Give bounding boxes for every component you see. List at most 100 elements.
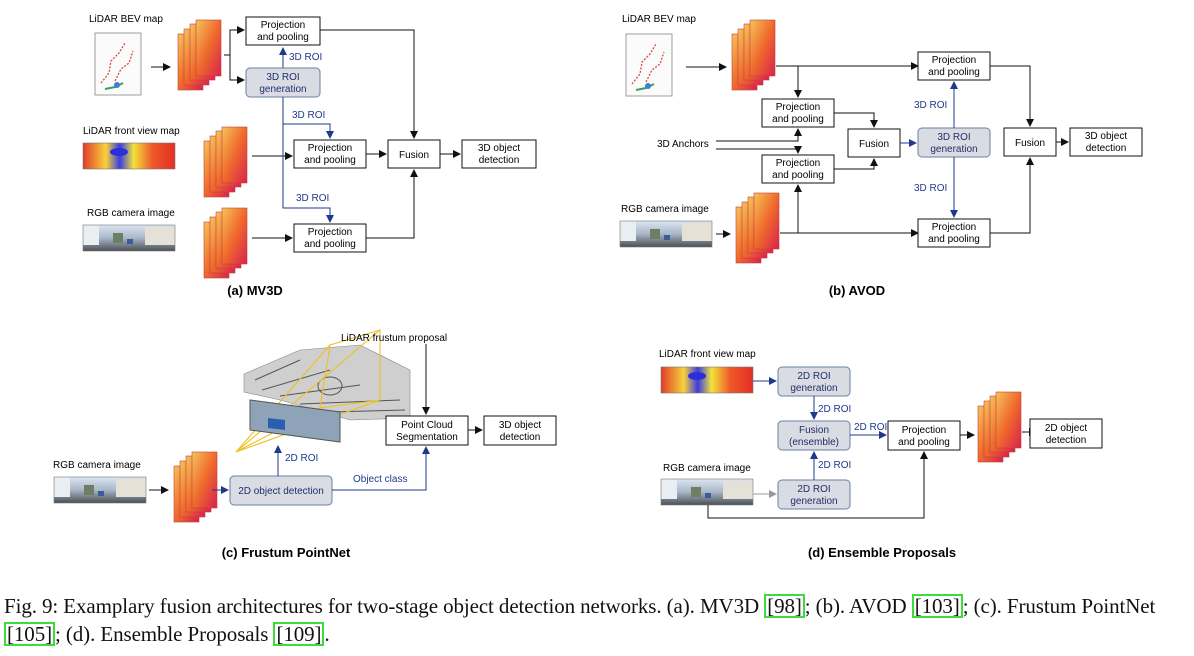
- citation-link-105[interactable]: [105]: [4, 622, 55, 646]
- c-roi-label: 2D ROI: [285, 453, 318, 464]
- a-lidar-front-label: LiDAR front view map: [83, 126, 180, 137]
- a-projection-box-3: [293, 223, 367, 253]
- a-roi-text-2: generation: [259, 84, 306, 95]
- d-feature-maps: [977, 391, 1022, 463]
- b-roi-text: 3D ROI: [937, 132, 970, 143]
- a-roi-label-1: 3D ROI: [289, 52, 322, 63]
- d-detection-box: [1029, 418, 1103, 449]
- c-pcs-text-2: Segmentation: [396, 432, 458, 443]
- b-bev-image: [625, 33, 673, 97]
- b-projTop-text: Projection: [932, 55, 976, 66]
- a-proj2-text-2: and pooling: [304, 155, 356, 166]
- d-rgb-image: [660, 478, 754, 506]
- d-proj-text: Projection: [902, 425, 946, 436]
- c-feature-maps: [173, 451, 218, 523]
- d-roiBot-text: 2D ROI: [797, 484, 830, 495]
- b-projB-text-2: and pooling: [772, 170, 824, 181]
- a-proj1-text-2: and pooling: [257, 32, 309, 43]
- d-fusion-text: Fusion: [799, 425, 829, 436]
- b-lidar-bev-label: LiDAR BEV map: [622, 14, 696, 25]
- citation-link-103[interactable]: [103]: [911, 594, 963, 618]
- d-front-image: [660, 366, 754, 394]
- a-roi-label-2: 3D ROI: [292, 110, 325, 121]
- b-projA-text: Projection: [776, 102, 820, 113]
- a-roi-text: 3D ROI: [266, 72, 299, 83]
- b-rgb-image: [619, 220, 713, 248]
- a-projection-box-1: [245, 16, 321, 46]
- caption-text-1: Fig. 9: Examplary fusion architectures f…: [4, 594, 765, 618]
- d-caption: (d) Ensemble Proposals: [808, 545, 956, 560]
- a-lidar-bev-label: LiDAR BEV map: [89, 14, 163, 25]
- b-projA-text-2: and pooling: [772, 114, 824, 125]
- c-objclass-label: Object class: [353, 474, 407, 485]
- d-roi-label-1: 2D ROI: [818, 404, 851, 415]
- b-roi-label-1: 3D ROI: [914, 100, 947, 111]
- d-det-text: 2D object: [1045, 423, 1087, 434]
- d-fusion-text-2: (ensemble): [789, 437, 839, 448]
- a-projection-box-2: [293, 139, 367, 169]
- b-projection-box-top: [917, 51, 991, 81]
- a-proj3-text-2: and pooling: [304, 239, 356, 250]
- d-det-text-2: detection: [1046, 435, 1087, 446]
- c-detection-box: [483, 415, 557, 446]
- d-lidar-front-label: LiDAR front view map: [659, 349, 756, 360]
- b-bev-feature-maps: [731, 19, 776, 91]
- c-pcs-text: Point Cloud: [401, 420, 453, 431]
- citation-link-109[interactable]: [109]: [273, 622, 325, 646]
- b-detection-box: [1069, 127, 1143, 157]
- b-rgb-feature-maps: [735, 192, 780, 264]
- a-fusion-text: Fusion: [399, 150, 429, 161]
- b-roi-text-2: generation: [930, 144, 977, 155]
- a-detection-box: [461, 139, 537, 169]
- a-det-text: 3D object: [478, 143, 520, 154]
- b-projTop-text-2: and pooling: [928, 67, 980, 78]
- b-rgb-label: RGB camera image: [621, 204, 709, 215]
- caption-text-3: ; (c). Frustum PointNet: [962, 594, 1156, 618]
- b-fusion-box-2: [1003, 127, 1057, 157]
- c-rgb-image: [53, 476, 147, 504]
- b-projBot-text: Projection: [932, 222, 976, 233]
- a-bev-image: [94, 32, 142, 96]
- b-projection-box-a: [761, 98, 835, 128]
- panel-b-avod: LiDAR BEV map 3D Anchors RGB camera imag…: [619, 14, 1143, 298]
- d-proj-text-2: and pooling: [898, 437, 950, 448]
- a-caption: (a) MV3D: [227, 283, 283, 298]
- d-roi-label-3: 2D ROI: [854, 422, 887, 433]
- d-roiTop-text: 2D ROI: [797, 371, 830, 382]
- figure-diagram: LiDAR BEV map LiDAR front view map RGB c…: [53, 14, 1143, 560]
- c-rgb-label: RGB camera image: [53, 460, 141, 471]
- b-projBot-text-2: and pooling: [928, 234, 980, 245]
- a-proj1-text: Projection: [261, 20, 305, 31]
- b-fusion1-text: Fusion: [859, 139, 889, 150]
- b-projection-box-bottom: [917, 218, 991, 248]
- d-roi-label-2: 2D ROI: [818, 460, 851, 471]
- a-roi-label-3: 3D ROI: [296, 193, 329, 204]
- c-det-text: 3D object: [499, 420, 541, 431]
- c-det-text-2: detection: [500, 432, 541, 443]
- b-anchors-label: 3D Anchors: [657, 139, 709, 150]
- d-projection-box: [887, 420, 961, 451]
- a-rgb-image: [82, 224, 176, 252]
- b-caption: (b) AVOD: [829, 283, 885, 298]
- caption-text-5: .: [324, 622, 330, 646]
- figure-caption: Fig. 9: Examplary fusion architectures f…: [4, 592, 1190, 648]
- c-rgb-inset-image: [249, 399, 341, 443]
- citation-link-98[interactable]: [98]: [764, 594, 805, 618]
- c-det2d-text: 2D object detection: [238, 486, 324, 497]
- b-fusion-box-1: [847, 128, 901, 158]
- b-projB-text: Projection: [776, 158, 820, 169]
- a-proj3-text: Projection: [308, 227, 352, 238]
- d-roiTop-text-2: generation: [790, 383, 837, 394]
- a-det-text-2: detection: [479, 155, 520, 166]
- a-front-image: [82, 142, 176, 170]
- a-front-feature-maps: [203, 126, 248, 198]
- b-fusion2-text: Fusion: [1015, 138, 1045, 149]
- a-proj2-text: Projection: [308, 143, 352, 154]
- a-bev-feature-maps: [177, 19, 222, 91]
- panel-c-frustum: LiDAR frustum proposal RGB camera image …: [53, 329, 557, 560]
- c-frustum-label: LiDAR frustum proposal: [341, 333, 447, 344]
- d-rgb-label: RGB camera image: [663, 463, 751, 474]
- caption-text-2: ; (b). AVOD: [804, 594, 912, 618]
- b-roi-label-2: 3D ROI: [914, 183, 947, 194]
- a-rgb-feature-maps: [203, 207, 248, 279]
